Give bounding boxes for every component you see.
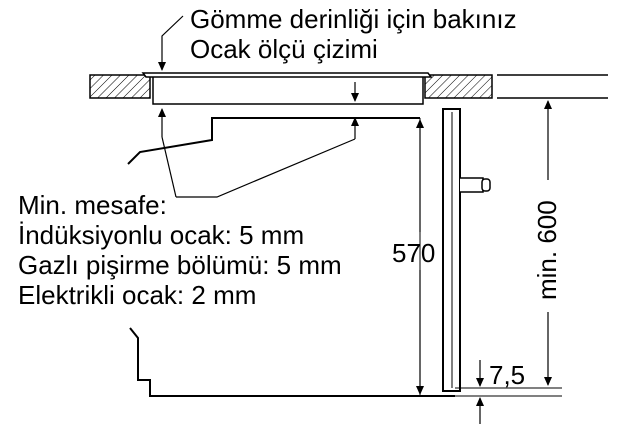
worktop-left (89, 74, 151, 99)
dim-570-label: 570 (392, 238, 435, 268)
min-distance-gas: Gazlı pişirme bölümü: 5 mm (18, 250, 342, 280)
dim-600-label: min. 600 (532, 200, 562, 300)
min-distance-heading: Min. mesafe: (18, 190, 167, 220)
hob (141, 72, 433, 105)
callout-line-1: Gömme derinliği için bakınız (190, 4, 517, 34)
min-distance-induction: İndüksiyonlu ocak: 5 mm (18, 220, 304, 250)
worktop-right (424, 74, 493, 99)
worktop (89, 74, 608, 99)
dim-gap-label: 7,5 (489, 360, 525, 390)
oven-top-edge (127, 117, 420, 165)
hob-body (152, 77, 424, 105)
oven-handle-knob (481, 178, 491, 192)
oven-bottom-edge (129, 327, 455, 397)
min-gap-leader (176, 138, 356, 198)
oven-housing (127, 108, 491, 397)
hob-top-plate (141, 72, 433, 78)
min-distance-electric: Elektrikli ocak: 2 mm (18, 280, 256, 310)
callout-leader (158, 15, 184, 71)
oven-handle (460, 177, 484, 193)
callout-line-2: Ocak ölçü çizimi (190, 34, 378, 64)
